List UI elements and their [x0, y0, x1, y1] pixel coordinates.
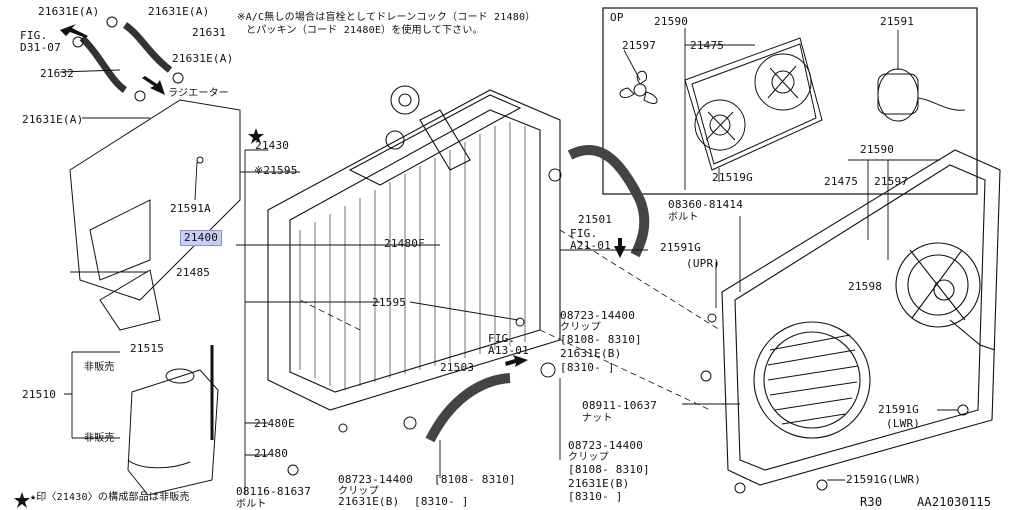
op-fan-shroud-icon: [684, 37, 823, 171]
fig-ref-a21-code[interactable]: A21-01: [570, 239, 611, 252]
dashed-guides: [299, 229, 721, 411]
part-label-21590[interactable]: 21590: [654, 15, 689, 28]
ref-code: AA21030115: [917, 495, 992, 509]
part-label-08723-14400[interactable]: 08723-14400: [560, 309, 636, 322]
part-label-21631[interactable]: 21631: [192, 26, 227, 39]
footer-note: ★印〈21430〉の構成部品は非販売: [30, 492, 190, 503]
star-icons: [14, 128, 264, 508]
range-label: [8310- ]: [560, 361, 615, 374]
part-label-21631E-A[interactable]: 21631E(A): [148, 5, 210, 18]
part-label-08911-10637[interactable]: 08911-10637: [582, 399, 658, 412]
part-label-08116-81637[interactable]: 08116-81637: [236, 485, 312, 498]
range-label: [8108- 8310]: [568, 463, 650, 476]
arrow-icons: [60, 24, 626, 367]
part-label-21631E-A[interactable]: 21631E(A): [22, 113, 84, 126]
clip-label: クリップ: [568, 452, 609, 463]
part-label-21631E-A[interactable]: 21631E(A): [38, 5, 100, 18]
part-label-21400-highlighted[interactable]: 21400: [180, 230, 223, 246]
fan-shroud-icon: [721, 149, 1001, 486]
nut-label: ナット: [582, 413, 613, 424]
op-motor-icon: [877, 68, 966, 122]
fig-ref-a13-code[interactable]: A13-01: [488, 344, 529, 357]
range-label: [8108- 8310]: [434, 473, 516, 486]
part-label-21480E[interactable]: 21480E: [254, 417, 295, 430]
part-label-21598[interactable]: 21598: [848, 280, 883, 293]
radiator-jp-label: ラジエーター: [168, 88, 229, 99]
part-label-21597[interactable]: 21597: [622, 39, 657, 52]
fig-ref-d31-code[interactable]: D31-07: [20, 41, 61, 54]
part-label-21595[interactable]: 21595: [372, 296, 407, 309]
bracket-lines: [59, 28, 958, 495]
part-label-21480F[interactable]: 21480F: [384, 237, 425, 250]
clip-icons: [72, 16, 969, 494]
op-label: OP: [610, 11, 624, 24]
part-label-21597[interactable]: 21597: [874, 175, 909, 188]
ref-r30: R30: [860, 495, 883, 509]
fig-ref-d31[interactable]: FIG.: [20, 29, 48, 42]
part-label-21501[interactable]: 21501: [578, 213, 613, 226]
part-label-21631E-B[interactable]: 21631E(B): [560, 347, 622, 360]
part-label-21430[interactable]: 21430: [255, 139, 290, 152]
part-label-21503[interactable]: 21503: [440, 361, 475, 374]
radiator-icon: [267, 85, 561, 411]
lower-label: (LWR): [886, 417, 921, 430]
part-label-21631E-A[interactable]: 21631E(A): [172, 52, 234, 65]
part-label-21631E-B[interactable]: 21631E(B): [338, 495, 400, 508]
part-label-21591A[interactable]: 21591A: [170, 202, 211, 215]
fig-ref-a21[interactable]: FIG.: [570, 227, 598, 240]
range-label: [8108- 8310]: [560, 333, 642, 346]
bolt-label: ボルト: [668, 212, 699, 223]
part-label-21519G[interactable]: 21519G: [712, 171, 753, 184]
radiator-shield-icon: [69, 99, 241, 331]
ac-note-line1: ※A/C無しの場合は盲栓としてドレーンコック（コード 21480）: [237, 12, 536, 23]
part-label-21591G-lower[interactable]: 21591G: [878, 403, 919, 416]
part-label-21591G-upper[interactable]: 21591G: [660, 241, 701, 254]
range-label: [8310- ]: [568, 490, 623, 503]
part-label-21595-note[interactable]: ※21595: [254, 164, 298, 177]
op-inset-box: [602, 7, 978, 195]
part-label-21590[interactable]: 21590: [860, 143, 895, 156]
not-sold-label: 非販売: [84, 362, 115, 373]
part-label-21485[interactable]: 21485: [176, 266, 211, 279]
clip-label: クリップ: [560, 322, 601, 333]
clip-label: クリップ: [338, 486, 379, 497]
part-label-08723-14400[interactable]: 08723-14400: [568, 439, 644, 452]
part-label-08360-81414[interactable]: 08360-81414: [668, 198, 744, 211]
part-label-21631E-B[interactable]: 21631E(B): [568, 477, 630, 490]
not-sold-label: 非販売: [84, 433, 115, 444]
part-label-21475[interactable]: 21475: [824, 175, 859, 188]
bolt-label: ボルト: [236, 499, 267, 510]
ac-note-line2: とパッキン（コード 21480E）を使用して下さい。: [246, 25, 483, 36]
part-label-21510[interactable]: 21510: [22, 388, 57, 401]
fig-ref-a13[interactable]: FIG.: [488, 332, 516, 345]
op-fan-blade-icon: [619, 70, 658, 105]
range-label: [8310- ]: [414, 495, 469, 508]
part-label-21591[interactable]: 21591: [880, 15, 915, 28]
part-label-21475[interactable]: 21475: [690, 39, 725, 52]
part-label-21591G-lower[interactable]: 21591G(LWR): [846, 473, 922, 486]
part-label-08723-14400[interactable]: 08723-14400: [338, 473, 414, 486]
reservoir-tank-icon: [127, 345, 219, 496]
hose-upper-icon: [79, 22, 650, 443]
part-label-21632[interactable]: 21632: [40, 67, 75, 80]
part-label-21480[interactable]: 21480: [254, 447, 289, 460]
part-label-21515[interactable]: 21515: [130, 342, 165, 355]
upper-label: (UPR): [686, 257, 721, 270]
